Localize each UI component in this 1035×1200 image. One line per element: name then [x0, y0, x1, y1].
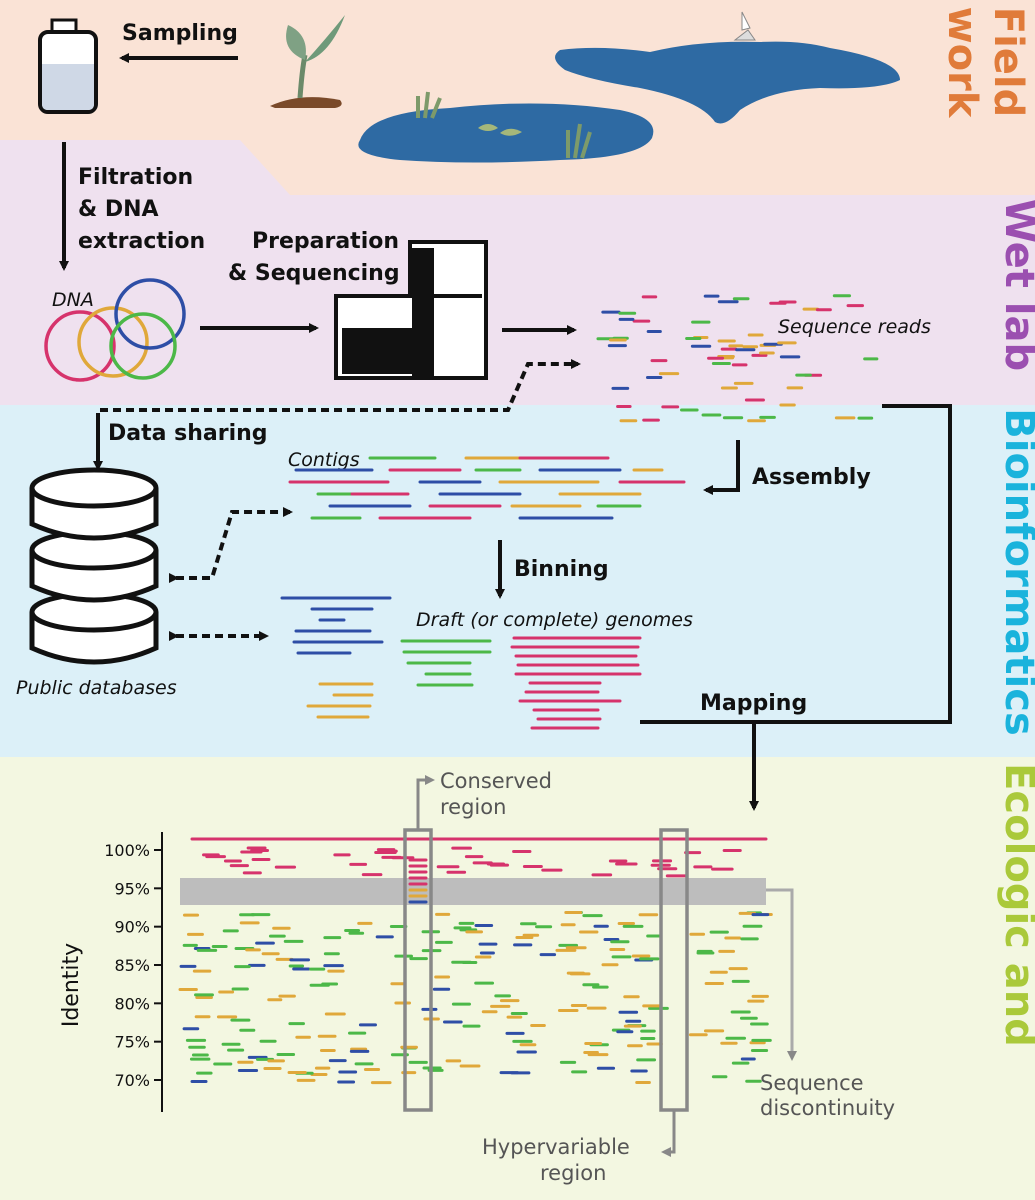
band-label-wetlab-line1: Wet lab — [996, 199, 1035, 371]
dna-label: DNA — [52, 289, 94, 311]
draft-genomes-lines — [280, 596, 642, 730]
y-tick-label: 80% — [114, 994, 150, 1013]
band-label-bioinf-line1: Bioinformatics — [996, 408, 1035, 736]
sequencer-icon — [334, 240, 488, 380]
hypervariable-callout — [661, 1110, 676, 1157]
sequence-reads-label: Sequence reads — [778, 316, 931, 338]
preparation-label-line2: & Sequencing — [228, 261, 400, 286]
contigs-label: Contigs — [288, 449, 360, 471]
discontinuity-label-line1: Sequence — [760, 1071, 864, 1095]
band-label-eco-line1: Ecologic and — [996, 763, 1035, 1047]
discontinuity-label-line2: discontinuity — [760, 1096, 895, 1120]
contigs-lines — [288, 456, 686, 520]
filtration-label-line2: & DNA — [78, 197, 159, 222]
pond-icon — [358, 91, 654, 163]
binning-label: Binning — [514, 557, 609, 582]
sequence-reads-cloud — [596, 294, 879, 423]
sampling-label: Sampling — [122, 21, 238, 46]
assembly-label: Assembly — [752, 465, 871, 490]
band-label-field-line1: Field — [985, 7, 1031, 118]
y-tick-label: 70% — [114, 1071, 150, 1090]
conserved-label-line2: region — [440, 795, 506, 819]
lake-icon — [555, 11, 900, 124]
recruitment-plot: 100% 95% 90% 85% 80% 75% 70% Identity Conserve… — [59, 769, 895, 1185]
recruited-reads — [178, 837, 773, 1085]
hypervariable-label-line2: region — [540, 1161, 606, 1185]
sequence-discontinuity-band — [180, 878, 766, 905]
sample-bottle-icon — [38, 18, 98, 114]
reads-to-mapping-line — [640, 404, 952, 724]
band-label-wet-lab: Wet lab — [996, 199, 1035, 371]
mapping-label: Mapping — [700, 691, 807, 716]
y-tick-label: 90% — [114, 918, 150, 937]
y-ticks: 100% 95% 90% 85% 80% 75% 70% — [104, 841, 162, 1090]
filtration-label-line3: extraction — [78, 229, 205, 254]
genomes-label: Draft (or complete) genomes — [416, 609, 693, 631]
y-tick-label: 95% — [114, 879, 150, 898]
public-databases-label: Public databases — [16, 677, 177, 699]
band-label-bioinformatics: Bioinformatics — [996, 408, 1035, 736]
conserved-callout — [416, 775, 435, 830]
band-wet-lab-bg — [0, 140, 1035, 405]
hypervariable-label-line1: Hypervariable — [482, 1135, 630, 1159]
db-contigs-dashed-arrow — [169, 507, 293, 583]
y-tick-label: 100% — [104, 841, 150, 860]
dna-circles-icon — [44, 278, 186, 382]
y-axis-label: Identity — [59, 943, 84, 1027]
filtration-label-line1: Filtration — [78, 165, 193, 190]
discontinuity-callout — [766, 888, 797, 1061]
band-label-field-work: Field work — [939, 7, 1031, 119]
data-sharing-label: Data sharing — [108, 421, 268, 446]
band-ecology-bg — [0, 757, 1035, 1200]
conserved-label-line1: Conserved — [440, 769, 552, 793]
y-tick-label: 75% — [114, 1033, 150, 1052]
y-tick-label: 85% — [114, 956, 150, 975]
assembly-arrow — [703, 440, 740, 495]
band-label-ecology: Ecologic and evolutionary analyses — [996, 763, 1035, 1047]
plant-seedling-icon — [270, 15, 345, 108]
band-label-field-line2: work — [939, 7, 985, 119]
database-icon — [29, 467, 159, 665]
preparation-label-line1: Preparation — [252, 229, 399, 254]
